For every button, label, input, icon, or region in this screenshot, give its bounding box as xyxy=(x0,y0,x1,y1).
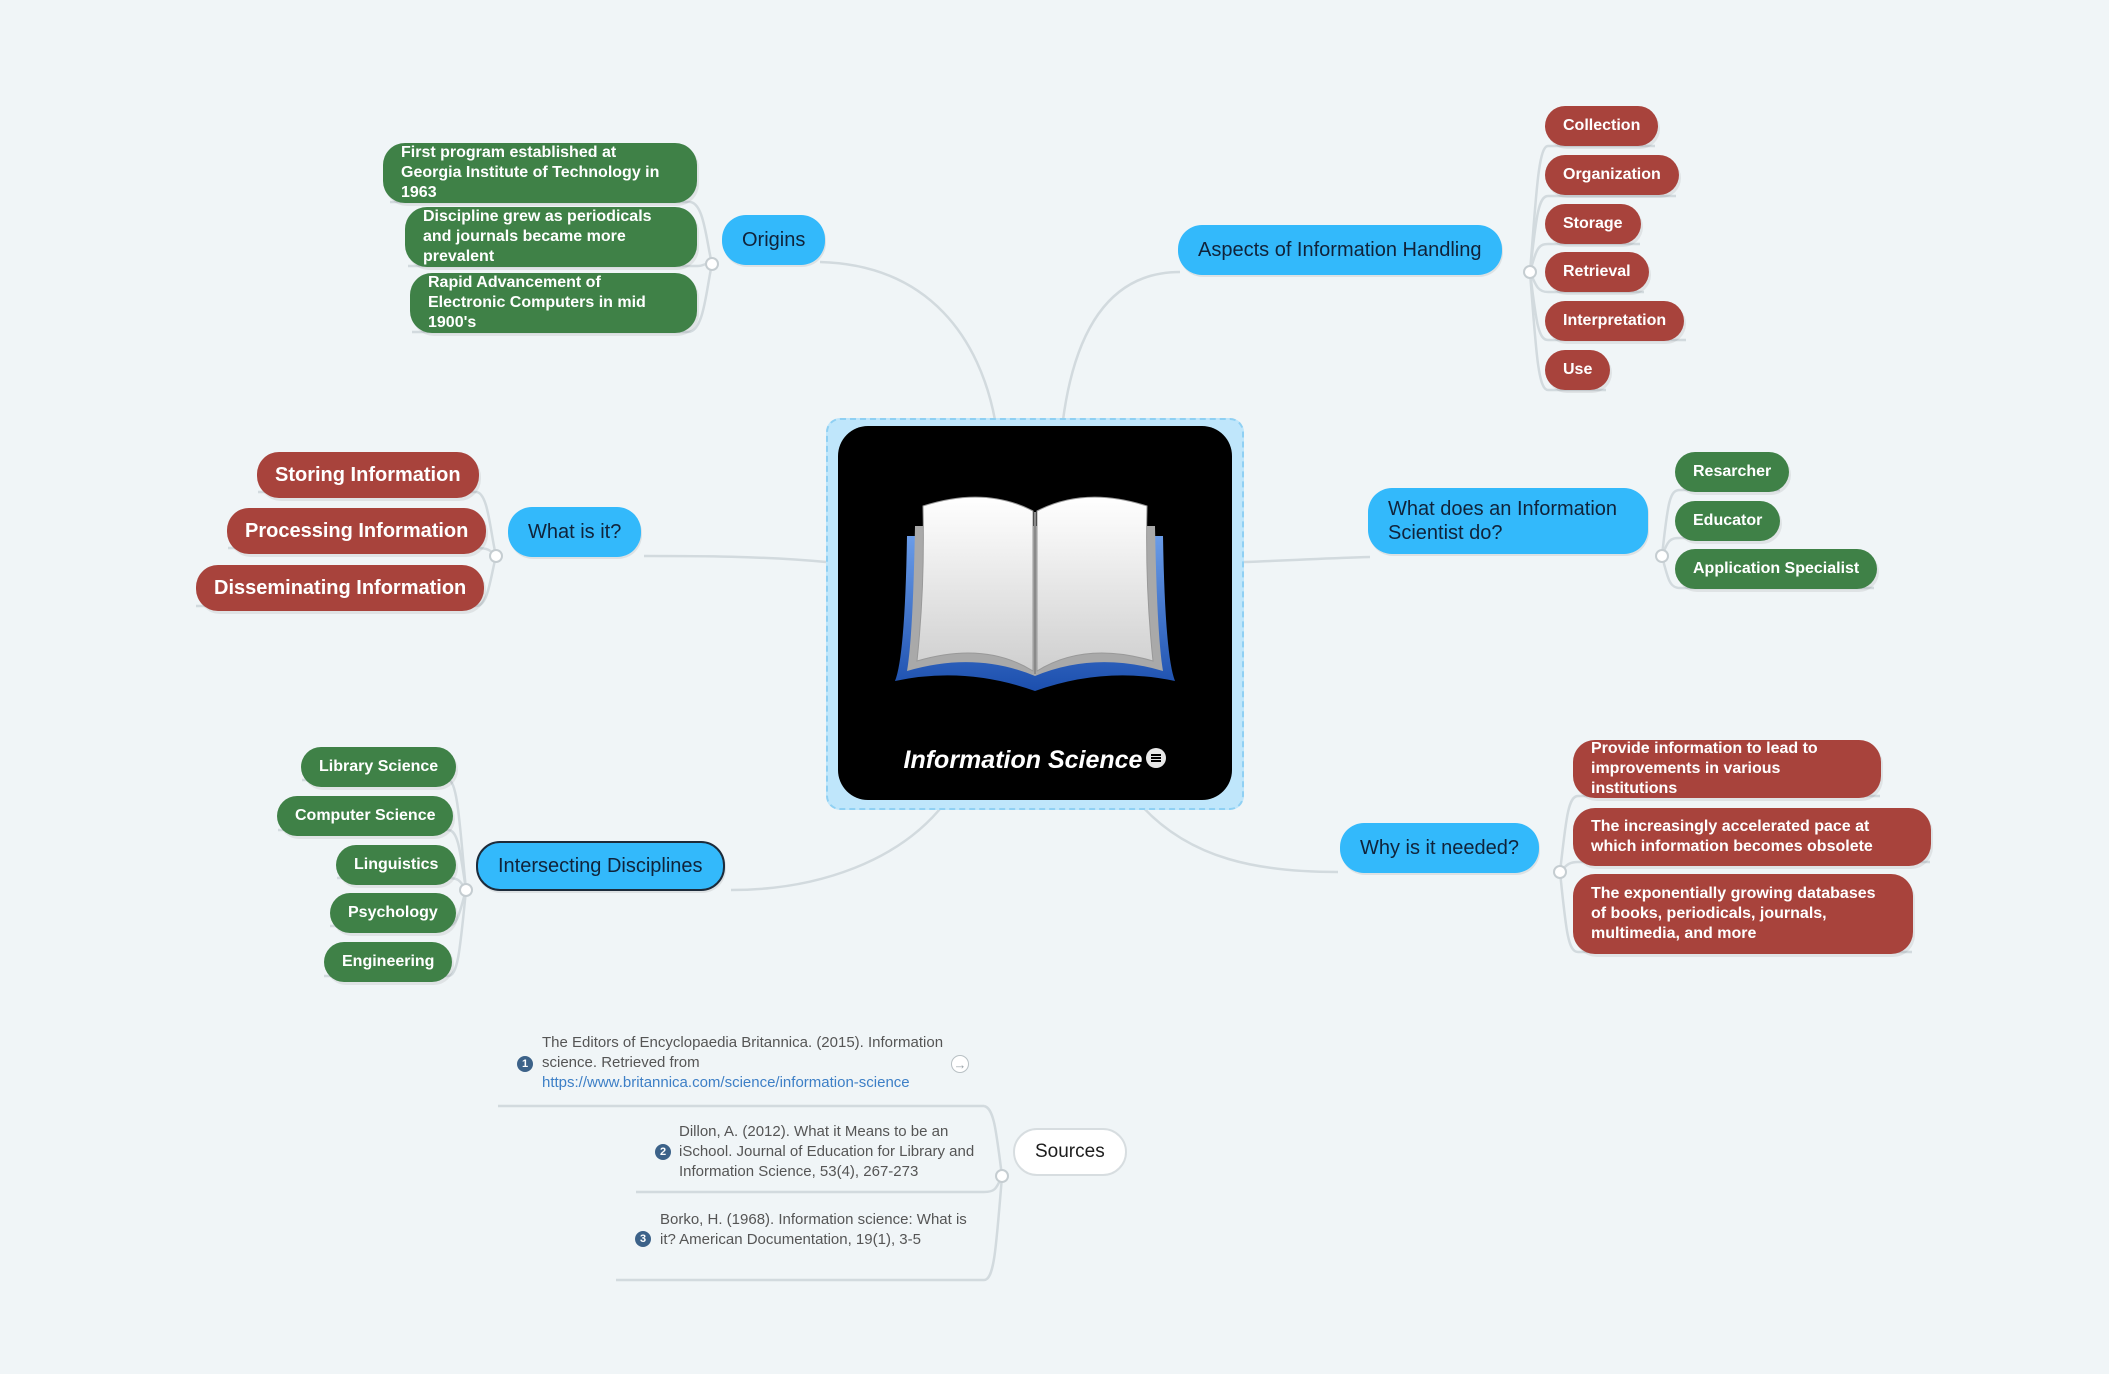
why-item-2[interactable]: The increasingly accelerated pace at whi… xyxy=(1573,808,1931,866)
reference-number-2: 2 xyxy=(655,1144,671,1160)
scientist-item-1[interactable]: Resarcher xyxy=(1675,452,1790,492)
discipline-item-2[interactable]: Computer Science xyxy=(277,796,454,836)
collapse-dot[interactable] xyxy=(459,883,473,897)
topic-information-scientist[interactable]: What does an Information Scientist do? xyxy=(1368,488,1648,554)
collapse-dot[interactable] xyxy=(1523,265,1537,279)
topic-origins[interactable]: Origins xyxy=(722,215,826,265)
what-is-it-item-3[interactable]: Disseminating Information xyxy=(196,565,485,611)
reference-number-1: 1 xyxy=(517,1056,533,1072)
reference-2: Dillon, A. (2012). What it Means to be a… xyxy=(679,1123,975,1180)
reference-number-3: 3 xyxy=(635,1231,651,1247)
arrow-right-icon[interactable]: → xyxy=(951,1055,969,1073)
collapse-dot[interactable] xyxy=(489,549,503,563)
aspect-item-4[interactable]: Retrieval xyxy=(1545,252,1649,292)
central-topic-title: Information Science xyxy=(838,746,1232,775)
collapse-dot[interactable] xyxy=(1655,549,1669,563)
why-item-3[interactable]: The exponentially growing databases of b… xyxy=(1573,874,1913,954)
discipline-item-1[interactable]: Library Science xyxy=(301,747,457,787)
link-intersecting xyxy=(730,803,945,892)
collapse-dot[interactable] xyxy=(1553,865,1567,879)
scientist-item-3[interactable]: Application Specialist xyxy=(1675,549,1878,589)
discipline-item-5[interactable]: Engineering xyxy=(324,942,453,982)
link-origins xyxy=(819,260,997,421)
collapse-dot[interactable] xyxy=(995,1169,1009,1183)
discipline-item-3[interactable]: Linguistics xyxy=(336,845,457,885)
central-topic[interactable]: Information Science xyxy=(838,426,1232,800)
topic-what-is-it[interactable]: What is it? xyxy=(508,507,642,557)
aspect-item-6[interactable]: Use xyxy=(1545,350,1611,390)
link-what-is-it xyxy=(643,554,827,564)
aspect-item-3[interactable]: Storage xyxy=(1545,204,1641,244)
aspect-item-2[interactable]: Organization xyxy=(1545,155,1679,195)
topic-intersecting-disciplines[interactable]: Intersecting Disciplines xyxy=(476,841,725,891)
origins-item-1[interactable]: First program established at Georgia Ins… xyxy=(383,143,697,203)
why-item-1[interactable]: Provide information to lead to improveme… xyxy=(1573,740,1881,798)
discipline-item-4[interactable]: Psychology xyxy=(330,893,456,933)
link-why xyxy=(1139,803,1339,874)
aspect-item-5[interactable]: Interpretation xyxy=(1545,301,1685,341)
scientist-item-2[interactable]: Educator xyxy=(1675,501,1781,541)
collapse-dot[interactable] xyxy=(705,257,719,271)
origins-item-3[interactable]: Rapid Advancement of Electronic Computer… xyxy=(410,273,697,333)
reference-3: Borko, H. (1968). Information science: W… xyxy=(660,1211,967,1248)
reference-1: The Editors of Encyclopaedia Britannica.… xyxy=(542,1034,944,1091)
reference-1-link[interactable]: https://www.britannica.com/science/infor… xyxy=(542,1074,910,1091)
open-book-icon xyxy=(895,496,1175,691)
origins-item-2[interactable]: Discipline grew as periodicals and journ… xyxy=(405,207,697,267)
link-scientist xyxy=(1243,555,1371,564)
link-aspects xyxy=(1061,270,1181,421)
notes-icon[interactable] xyxy=(1146,748,1167,769)
what-is-it-item-2[interactable]: Processing Information xyxy=(227,508,487,554)
topic-aspects[interactable]: Aspects of Information Handling xyxy=(1178,225,1502,275)
what-is-it-item-1[interactable]: Storing Information xyxy=(257,452,479,498)
topic-sources[interactable]: Sources xyxy=(1013,1128,1127,1176)
topic-why-needed[interactable]: Why is it needed? xyxy=(1340,823,1539,873)
aspect-item-1[interactable]: Collection xyxy=(1545,106,1659,146)
